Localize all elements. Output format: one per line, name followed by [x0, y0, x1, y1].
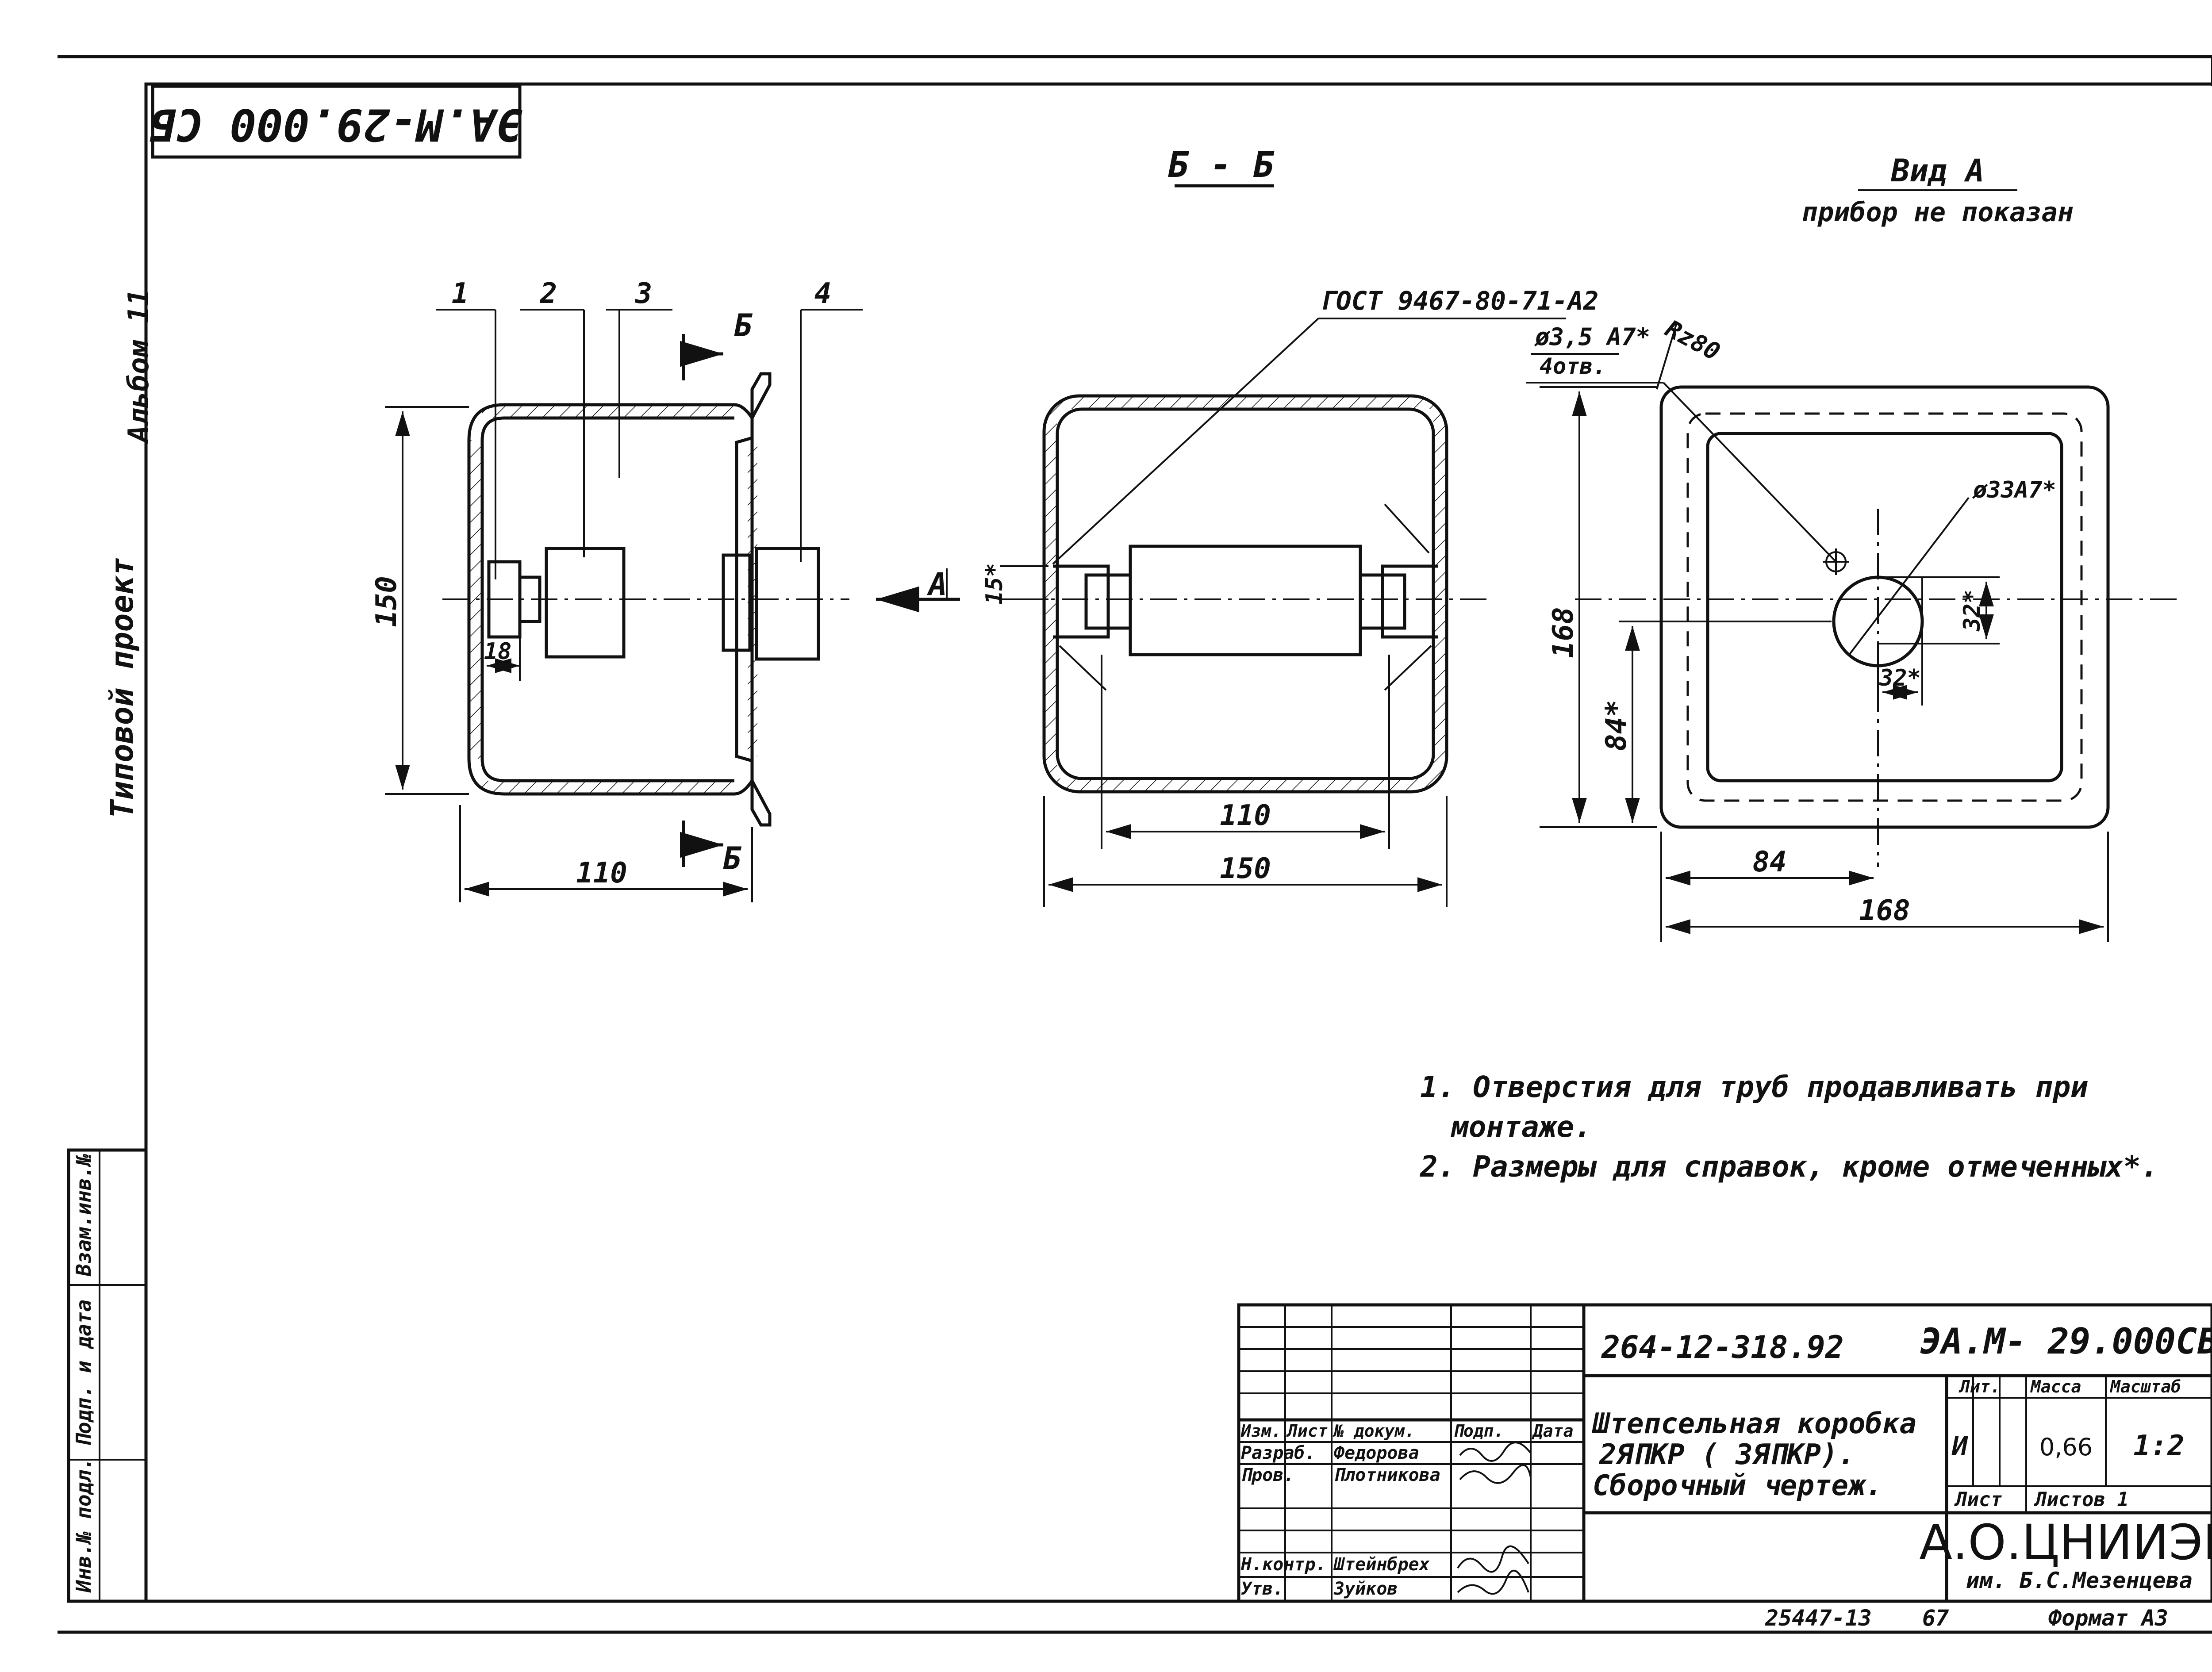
note-line-1: 1. Отверстия для труб продавливать при	[1420, 1070, 2088, 1104]
lit-value: И	[1951, 1431, 1968, 1462]
section-marker-bottom: Б	[723, 840, 742, 877]
note-line-3: 2. Размеры для справок, кроме отмеченных…	[1420, 1150, 2158, 1184]
hole-large-label: ø33А7*	[1972, 477, 2056, 503]
signatures	[1457, 1442, 1532, 1595]
col-header-sign: Подп.	[1453, 1421, 1504, 1441]
col-header-date: Дата	[1532, 1421, 1574, 1441]
middle-view	[1000, 318, 1566, 907]
dim-right-height: 168	[1547, 607, 1580, 658]
title-name-3: Сборочный чертеж.	[1593, 1469, 1882, 1502]
footer-format: Формат А3	[2048, 1605, 2168, 1631]
dim-right-half-width: 84	[1752, 846, 1786, 878]
org-sub: им. Б.С.Мезенцева	[1966, 1568, 2193, 1593]
dim-hole-h: 32*	[1879, 665, 1921, 691]
view-title: Вид А	[1891, 153, 1985, 189]
left-dims	[385, 406, 753, 902]
sheet-frame	[58, 55, 2212, 1634]
col-header-list: Лист	[1286, 1421, 1328, 1441]
row-role-normcontrol: Н.контр.	[1240, 1554, 1326, 1575]
section-marker-top: Б	[734, 307, 753, 344]
title-block	[1237, 1303, 2212, 1603]
row-name-checked: Плотникова	[1334, 1465, 1440, 1485]
footer-inventory: 25447-13	[1765, 1605, 1872, 1631]
side-box-replace: Взам.инв.№	[72, 1154, 96, 1277]
part-callout-4: 4	[814, 277, 832, 310]
hole-count-label: 4отв.	[1540, 353, 1606, 379]
part-callout-lines	[436, 309, 863, 579]
col-header-doc: № докум.	[1333, 1421, 1415, 1441]
scale-value: 1:2	[2133, 1430, 2185, 1462]
lit-header: Лит.	[1959, 1377, 2001, 1396]
footer-page: 67	[1922, 1605, 1949, 1631]
part-callout-1: 1	[452, 277, 469, 310]
left-view	[442, 372, 960, 827]
note-line-2: монтаже.	[1451, 1110, 1592, 1144]
row-role-checked: Пров.	[1241, 1465, 1294, 1485]
scale-header: Масштаб	[2109, 1377, 2181, 1396]
row-role-approved: Утв.	[1241, 1579, 1283, 1599]
row-name-normcontrol: Штейнбрех	[1333, 1554, 1430, 1575]
dim-left-small: 18	[484, 638, 512, 665]
row-name-developed: Федорова	[1334, 1443, 1419, 1463]
dim-right-half-height: 84*	[1600, 700, 1633, 751]
dim-left-width: 110	[576, 857, 627, 890]
title-name-2: 2ЯПКР ( 3ЯПКР).	[1599, 1438, 1855, 1471]
col-header-izm: Изм.	[1240, 1421, 1282, 1441]
leader-gost: ГОСТ 9467-80-71-А2	[1321, 286, 1599, 316]
dim-left-height: 150	[370, 576, 403, 627]
side-box-sign: Подп. и дата	[72, 1300, 96, 1446]
org-name: А.О.ЦНИИЭП	[1919, 1514, 2212, 1571]
top-code-box: ЭА.М-29.000 СБ	[150, 84, 523, 159]
mass-header: Масса	[2030, 1377, 2081, 1396]
dim-hole-v: 32*	[1959, 590, 1985, 632]
hole-small-label: ø3,5 А7*	[1534, 323, 1650, 351]
section-title: Б - Б	[1168, 144, 1275, 185]
side-boxes	[67, 1148, 148, 1603]
section-markers	[680, 334, 723, 867]
sheets-label: Листов 1	[2034, 1488, 2129, 1511]
part-callout-2: 2	[540, 277, 557, 310]
row-role-developed: Разраб.	[1241, 1443, 1316, 1463]
dim-mid-width: 150	[1220, 852, 1271, 885]
roughness-label: Rz80	[1661, 314, 1724, 366]
title-name-1: Штепсельная коробка	[1591, 1407, 1916, 1440]
title-designation: ЭА.М- 29.000СБ	[1920, 1321, 2212, 1362]
dim-mid-offset: 15*	[981, 563, 1008, 605]
side-box-inv: Инв.№ подл.	[72, 1457, 96, 1593]
row-name-approved: Зуйков	[1333, 1579, 1398, 1599]
top-code-text: ЭА.М-29.000 СБ	[150, 99, 523, 151]
side-album: Альбом 11	[123, 289, 155, 444]
dim-right-width: 168	[1859, 894, 1910, 927]
dim-mid-inner: 110	[1220, 799, 1271, 832]
sheet-label: Лист	[1954, 1488, 2002, 1511]
side-project: Типовой проект	[104, 557, 140, 818]
mass-value: 0,66	[2039, 1433, 2093, 1461]
arrow-a-label: А	[927, 566, 947, 602]
view-subtitle: прибор не показан	[1802, 197, 2074, 228]
title-doc-code: 264-12-318.92	[1601, 1329, 1844, 1365]
right-view	[1526, 322, 2177, 942]
part-callout-3: 3	[635, 277, 653, 310]
